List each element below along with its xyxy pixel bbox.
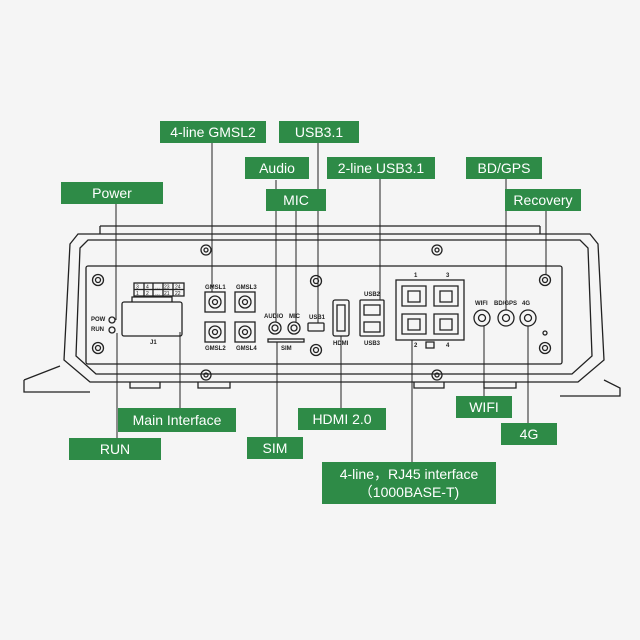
callout-mic: MIC xyxy=(266,189,326,211)
pin-row2-c: … xyxy=(155,291,160,297)
pin-row1-c: … xyxy=(155,285,160,291)
4g-port-label: 4G xyxy=(522,301,530,307)
hdmi-label: HDMI xyxy=(333,341,349,347)
callout-recovery: Recovery xyxy=(505,189,581,211)
callout-hdmi20: HDMI 2.0 xyxy=(298,408,386,430)
usb2-label: USB2 xyxy=(364,292,381,298)
audio-label: AUDIO xyxy=(264,314,284,320)
callout-4g: 4G xyxy=(501,423,557,445)
callout-run: RUN xyxy=(69,438,161,460)
mic-label: MIC xyxy=(289,314,301,320)
gmsl3-label: GMSL3 xyxy=(236,285,257,291)
run-led-label: RUN xyxy=(91,327,104,333)
wifi-port-label: WIFI xyxy=(475,301,488,307)
rj45-port2-label: 2 xyxy=(414,343,418,349)
callout-usb31: USB3.1 xyxy=(279,121,359,143)
callout-sim: SIM xyxy=(247,437,303,459)
rj45-port1-label: 1 xyxy=(414,273,418,279)
usb1-label: USB1 xyxy=(309,315,326,321)
callout-gmsl2: 4-line GMSL2 xyxy=(160,121,266,143)
pin-row1-b: 4 xyxy=(146,285,149,291)
pin-row2-d: 21 xyxy=(164,291,170,297)
callout-bdgps: BD/GPS xyxy=(466,157,542,179)
gmsl1-label: GMSL1 xyxy=(205,285,226,291)
rj45-port3-label: 3 xyxy=(446,273,450,279)
sim-label: SIM xyxy=(281,346,292,352)
j1-label: J1 xyxy=(150,340,157,346)
callout-main-interface: Main Interface xyxy=(118,408,236,432)
bdgps-port-label: BD/GPS xyxy=(494,301,517,307)
pow-led-label: POW xyxy=(91,317,106,323)
pin-row1-a: 3 xyxy=(136,285,139,291)
pin-row2-a: 1 xyxy=(136,291,139,297)
pin-row2-e: 22 xyxy=(175,291,181,297)
pin-row1-d: 23 xyxy=(164,285,170,291)
pin-row2-b: 2 xyxy=(146,291,149,297)
gmsl4-label: GMSL4 xyxy=(236,346,257,352)
callout-2line-usb31: 2-line USB3.1 xyxy=(327,157,435,179)
callout-audio: Audio xyxy=(245,157,309,179)
gmsl2-label: GMSL2 xyxy=(205,346,226,352)
callout-rj45: 4-line，RJ45 interface （1000BASE-T) xyxy=(322,462,496,504)
callout-power: Power xyxy=(61,182,163,204)
usb3-label: USB3 xyxy=(364,341,381,347)
pin-row1-e: 24 xyxy=(175,285,181,291)
callout-wifi: WIFI xyxy=(456,396,512,418)
rj45-port4-label: 4 xyxy=(446,343,450,349)
